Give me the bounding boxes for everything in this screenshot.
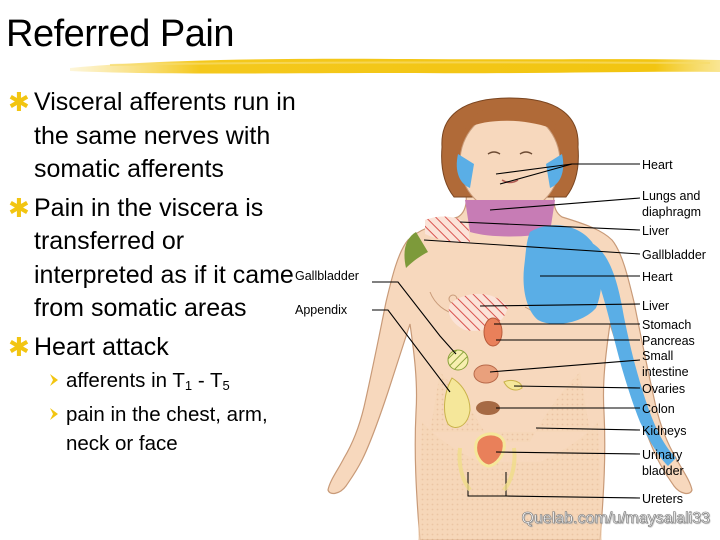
label-heart-chest: Heart: [642, 270, 673, 284]
heart-chest-area: [523, 225, 602, 324]
label-small-line1: Small: [642, 349, 673, 363]
stomach-area: [483, 317, 503, 347]
gallbladder-abdomen-area: [447, 349, 469, 371]
bullet-list: ✱ Visceral afferents run in the same ner…: [8, 86, 298, 458]
label-lungs-line2: diaphragm: [642, 205, 701, 219]
appendix-area: [444, 377, 471, 428]
left-labels: Gallbladder Appendix: [295, 269, 359, 317]
label-lungs-line1: Lungs and: [642, 189, 700, 203]
label-ureters: Ureters: [642, 492, 683, 506]
bullet-item: ✱ Pain in the viscera is transferred or …: [8, 192, 298, 326]
colon-area: [476, 401, 500, 415]
label-stomach: Stomach: [642, 318, 691, 332]
leader-lines: [372, 163, 641, 499]
title-underline-brush: [70, 58, 720, 74]
label-ovaries: Ovaries: [642, 382, 685, 396]
bullet-text: Visceral afferents run in the same nerve…: [34, 88, 296, 183]
label-liver-abdomen: Liver: [642, 299, 669, 313]
slide-title: Referred Pain: [6, 13, 234, 55]
sub-bullet-text: pain in the chest, arm, neck or face: [66, 403, 268, 455]
urinary-bladder-area: [474, 432, 506, 468]
sub-bullet-item: pain in the chest, arm, neck or face: [8, 400, 298, 458]
liver-shoulder-area: [425, 216, 470, 243]
asterisk-bullet-icon: ✱: [8, 192, 30, 223]
ovaries-area: [503, 379, 523, 391]
label-small-line2: intestine: [642, 365, 689, 379]
label-kidneys: Kidneys: [642, 424, 686, 438]
chevron-right-icon: [50, 408, 58, 420]
chevron-right-icon: [50, 374, 58, 386]
bullet-text: Heart attack: [34, 332, 169, 361]
referred-pain-body-diagram: Heart Lungs and diaphragm Liver Gallblad…: [295, 97, 706, 540]
label-urinary-line1: Urinary: [642, 448, 683, 462]
asterisk-bullet-icon: ✱: [8, 87, 30, 117]
label-appendix: Appendix: [295, 303, 348, 317]
label-liver-shoulder: Liver: [642, 224, 669, 238]
asterisk-bullet-icon: ✱: [8, 331, 30, 362]
heart-arm-area: [586, 242, 676, 466]
label-gallbladder-left: Gallbladder: [295, 269, 359, 283]
label-urinary-line2: bladder: [642, 464, 684, 478]
label-pancreas: Pancreas: [642, 334, 695, 348]
label-gallbladder-shoulder: Gallbladder: [642, 248, 706, 262]
label-colon: Colon: [642, 402, 675, 416]
bullet-text: Pain in the viscera is transferred or in…: [34, 193, 294, 323]
body-figure: [327, 186, 693, 540]
right-labels: Heart Lungs and diaphragm Liver Gallblad…: [642, 158, 706, 506]
head: [441, 97, 579, 215]
sub-bullet-item: afferents in T1 - T5: [8, 366, 298, 400]
gallbladder-shoulder-area: [404, 232, 428, 268]
bullet-item: ✱ Heart attack: [8, 331, 298, 365]
sub-bullet-text: afferents in T1 - T5: [66, 369, 230, 393]
label-heart-jaw: Heart: [642, 158, 673, 172]
lungs-diaphragm-area: [465, 200, 555, 237]
bullet-item: ✱ Visceral afferents run in the same ner…: [8, 86, 298, 187]
small-intestine-area: [473, 364, 499, 384]
watermark-text: Quelab.com/u/maysalali33: [521, 510, 710, 528]
